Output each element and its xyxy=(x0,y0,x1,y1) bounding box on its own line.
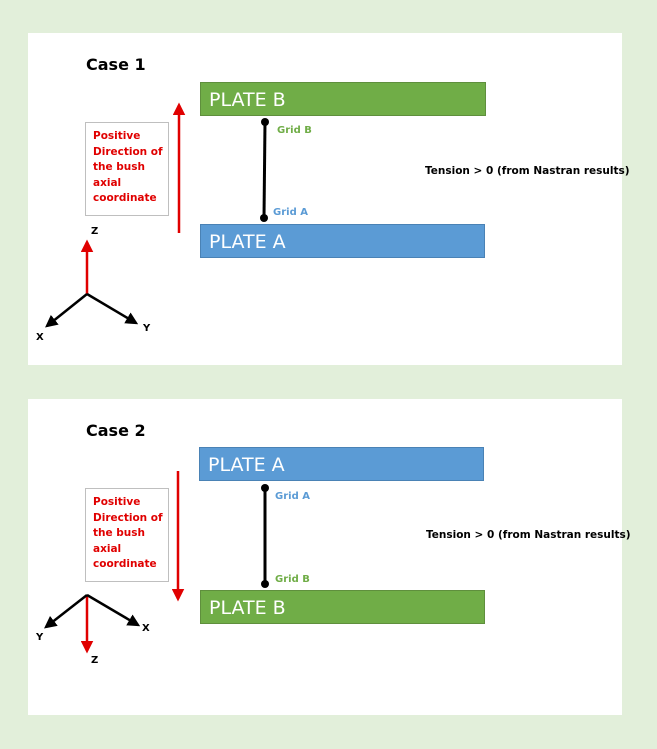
case-1-note-line: Direction of xyxy=(93,145,163,158)
case-2-note-line: coordinate xyxy=(93,558,157,570)
case-1-note-line: the bush xyxy=(93,161,145,173)
case-2-plate-top: PLATE A xyxy=(199,447,484,481)
case-2-note-line: Positive xyxy=(93,496,141,508)
case-2-axis-x-arrow xyxy=(86,593,141,627)
case-1-diagram-graphics xyxy=(45,102,269,328)
case-2-plate-top-label: PLATE A xyxy=(208,454,285,476)
case-1-axis-x-arrow xyxy=(45,293,88,328)
case-1-plate-bottom-label: PLATE A xyxy=(209,231,286,253)
case-1-direction-note: Positive Direction of the bush axial coo… xyxy=(85,122,169,216)
case-1-panel: Case 1 PLATE B PLATE A Grid B Grid A Ten… xyxy=(28,33,630,365)
case-2-note-line: axial xyxy=(93,542,122,555)
case-2-plate-bottom-label: PLATE B xyxy=(209,597,286,619)
case-1-note-line: coordinate xyxy=(93,192,157,204)
case-1-axis-x-label: X xyxy=(36,332,44,343)
case-2-diagram-graphics xyxy=(44,471,269,654)
case-1-plate-top: PLATE B xyxy=(200,82,486,116)
case-2-note-line: Direction of xyxy=(93,511,163,524)
case-2-grid-top-label: Grid A xyxy=(275,491,310,502)
case-1-note-line: axial xyxy=(93,176,122,189)
case-1-title: Case 1 xyxy=(86,55,146,74)
case-1-grid-bottom-label: Grid A xyxy=(273,207,308,218)
case-1-axis-y-label: Y xyxy=(143,323,151,334)
case-2-axis-x-label: X xyxy=(142,623,150,634)
case-2-axis-z-label: Z xyxy=(91,655,99,666)
case-2-grid-bottom-node xyxy=(261,580,269,588)
case-1-note-line: Positive xyxy=(93,130,141,142)
case-2-panel: Case 2 PLATE A PLATE B Grid A Grid B Ten… xyxy=(28,399,631,715)
case-1-plate-bottom: PLATE A xyxy=(200,224,485,258)
case-2-axis-y-label: Y xyxy=(36,632,44,643)
case-2-direction-note: Positive Direction of the bush axial coo… xyxy=(85,488,169,582)
case-1-tension-note: Tension > 0 (from Nastran results) xyxy=(425,165,630,177)
case-2-note-line: the bush xyxy=(93,527,145,539)
case-2-grid-bottom-label: Grid B xyxy=(275,574,310,585)
case-1-grid-top-node xyxy=(261,118,269,126)
case-2-plate-bottom: PLATE B xyxy=(200,590,485,624)
case-1-bush-element xyxy=(262,121,267,219)
case-1-grid-top-label: Grid B xyxy=(277,125,312,136)
case-1-plate-top-label: PLATE B xyxy=(209,89,286,111)
case-1-axis-z-label: Z xyxy=(91,226,99,237)
case-2-tension-note: Tension > 0 (from Nastran results) xyxy=(426,529,631,541)
case-2-title: Case 2 xyxy=(86,421,146,440)
case-1-grid-bottom-node xyxy=(260,214,268,222)
case-1-axis-y-arrow xyxy=(86,292,139,325)
case-2-axis-y-arrow xyxy=(44,594,88,629)
case-2-grid-top-node xyxy=(261,484,269,492)
